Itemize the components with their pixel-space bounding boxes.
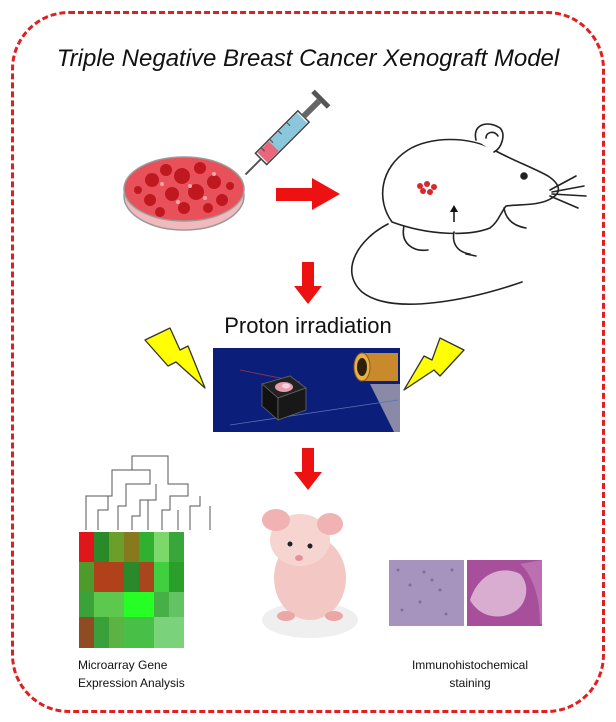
ihc-image-left: [389, 560, 464, 626]
heatmap-image: [79, 532, 184, 648]
microarray-caption-line1: Microarray Gene: [78, 658, 168, 672]
irradiation-setup-image: [213, 348, 400, 432]
nude-mouse-icon: [262, 509, 358, 638]
microarray-caption: Microarray Gene Expression Analysis: [78, 656, 185, 692]
ihc-image-right: [467, 560, 542, 626]
microarray-caption-line2: Expression Analysis: [78, 676, 185, 690]
arrow-down-2: [294, 448, 322, 490]
mouse-icon: [351, 123, 587, 305]
injection-site-marker: [417, 181, 437, 195]
arrow-down-1: [294, 262, 322, 304]
diagram-title: Triple Negative Breast Cancer Xenograft …: [56, 45, 560, 72]
ihc-caption-line1: Immunohistochemical: [411, 658, 529, 672]
petri-dish-icon: [123, 156, 245, 231]
syringe-icon: [244, 89, 331, 176]
dashed-frame: [11, 11, 605, 713]
arrow-to-mouse: [276, 178, 340, 210]
proton-irradiation-label: Proton irradiation: [224, 313, 392, 338]
up-arrow-icon: [450, 205, 458, 222]
ihc-caption-line2: staining: [449, 676, 491, 690]
ihc-caption: Immunohistochemical staining: [372, 656, 568, 692]
lightning-icon-right: [403, 337, 465, 391]
dendrogram-icon: [85, 455, 211, 530]
lightning-icon-left: [144, 327, 206, 389]
